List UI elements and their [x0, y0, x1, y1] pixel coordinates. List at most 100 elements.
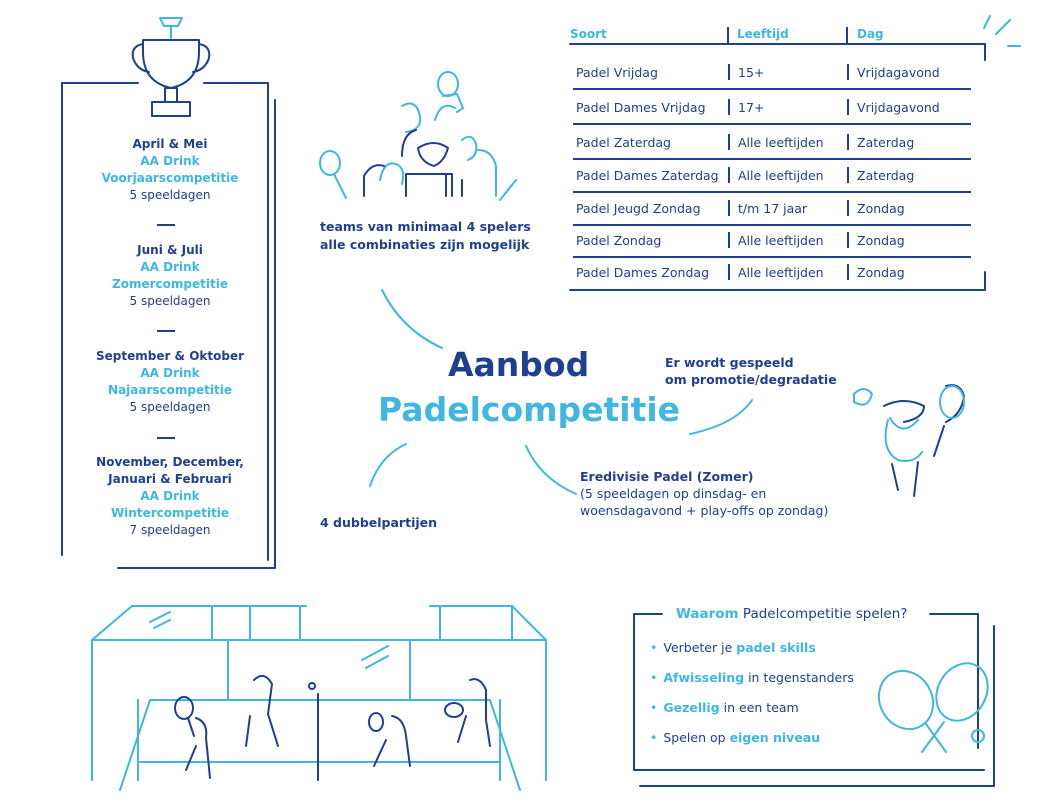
table-cell: Padel Zondag — [576, 233, 662, 248]
season-name: Najaarscompetitie — [108, 383, 232, 397]
table-cell: Zondag — [857, 265, 905, 280]
bullet-highlight: Gezellig — [663, 700, 720, 715]
column-separator — [728, 167, 730, 183]
table-cell: Padel Jeugd Zondag — [576, 201, 701, 216]
table-row: Padel Dames Zondag Alle leeftijden Zondag — [573, 258, 971, 286]
promotie-text-2: om promotie/degradatie — [665, 372, 837, 387]
table-cell: Zaterdag — [857, 135, 915, 150]
table-cell: 15+ — [738, 65, 765, 80]
bullet-text: in tegenstanders — [744, 670, 854, 685]
season-months: Januari & Februari — [108, 472, 232, 486]
table-header-dag: Dag — [857, 27, 884, 41]
season-name: Voorjaarscompetitie — [101, 171, 239, 185]
season-winter: November, December, Januari & Februari A… — [80, 454, 260, 539]
list-item: • Gezellig in een team — [650, 700, 799, 715]
bullet-text: Spelen op — [663, 730, 730, 745]
row-divider — [573, 191, 971, 193]
column-separator — [847, 264, 849, 280]
divider — [157, 330, 175, 332]
season-months: Juni & Juli — [137, 243, 203, 257]
bullet-highlight: Afwisseling — [663, 670, 745, 685]
bullet-icon: • — [650, 700, 658, 715]
table-row: Padel Zondag Alle leeftijden Zondag — [573, 226, 971, 254]
column-separator — [847, 232, 849, 248]
season-summer: Juni & Juli AA Drink Zomercompetitie 5 s… — [80, 242, 260, 310]
column-separator — [847, 64, 849, 80]
bullet-text: Verbeter je — [663, 640, 737, 655]
season-spring: April & Mei AA Drink Voorjaarscompetitie… — [80, 136, 260, 204]
column-separator — [728, 200, 730, 216]
row-divider — [573, 158, 971, 160]
table-cell: Alle leeftijden — [738, 233, 824, 248]
list-item: • Spelen op eigen niveau — [650, 730, 820, 745]
players-illustration — [319, 71, 517, 201]
column-separator — [847, 167, 849, 183]
eredivisie-detail-1: (5 speeldagen op dinsdag- en — [580, 486, 767, 501]
waarom-frame — [633, 613, 995, 787]
crossed-rackets-icon — [877, 662, 989, 753]
season-months: April & Mei — [132, 137, 208, 151]
padel-court-illustration — [91, 605, 547, 791]
eredivisie-title: Eredivisie Padel (Zomer) — [580, 469, 754, 484]
table-cell: Alle leeftijden — [738, 168, 824, 183]
table-row: Padel Zaterdag Alle leeftijden Zaterdag — [573, 128, 971, 156]
table-row: Padel Dames Zaterdag Alle leeftijden Zater… — [573, 161, 971, 189]
page-subtitle: Padelcompetitie — [378, 390, 681, 429]
tennis-player-illustration — [853, 384, 965, 497]
page-title: Aanbod — [448, 345, 590, 384]
list-item: • Afwisseling in tegenstanders — [650, 670, 854, 685]
table-header-soort: Soort — [570, 27, 607, 41]
season-brand: AA Drink — [140, 154, 200, 168]
divider — [157, 224, 175, 226]
season-name: Wintercompetitie — [110, 506, 230, 520]
bullet-icon: • — [650, 730, 658, 745]
table-cell: Zondag — [857, 233, 905, 248]
column-separator — [728, 264, 730, 280]
table-cell: Zaterdag — [857, 168, 915, 183]
bullet-icon: • — [650, 670, 658, 685]
bullet-highlight: padel skills — [736, 640, 816, 655]
trophy-icon — [131, 17, 211, 117]
season-autumn: September & Oktober AA Drink Najaarscomp… — [80, 348, 260, 416]
season-brand: AA Drink — [140, 489, 200, 503]
table-cell: t/m 17 jaar — [738, 201, 808, 216]
season-days: 5 speeldagen — [129, 188, 211, 202]
season-days: 5 speeldagen — [129, 294, 211, 308]
bullet-highlight: eigen niveau — [729, 730, 821, 745]
table-cell: 17+ — [738, 100, 765, 115]
season-days: 7 speeldagen — [129, 523, 211, 537]
divider — [157, 437, 175, 439]
promotie-text-1: Er wordt gespeeld — [665, 355, 794, 370]
table-cell: Padel Vrijdag — [576, 65, 658, 80]
table-cell: Padel Zaterdag — [576, 135, 671, 150]
bullet-text: in een team — [719, 700, 799, 715]
table-cell: Alle leeftijden — [738, 135, 824, 150]
eredivisie-detail-2: woensdagavond + play-offs op zondag) — [580, 503, 829, 518]
column-separator — [847, 200, 849, 216]
column-separator — [847, 99, 849, 115]
column-separator — [728, 232, 730, 248]
table-cell: Zondag — [857, 201, 905, 216]
list-item: • Verbeter je padel skills — [650, 640, 816, 655]
column-separator — [728, 99, 730, 115]
column-separator — [727, 27, 729, 43]
season-brand: AA Drink — [140, 366, 200, 380]
row-divider — [573, 256, 971, 258]
waarom-highlight: Waarom — [676, 606, 739, 622]
teams-text-1: teams van minimaal 4 spelers — [320, 219, 531, 234]
season-months: November, December, — [96, 455, 244, 469]
table-cell: Padel Dames Zondag — [576, 265, 710, 280]
column-separator — [847, 134, 849, 150]
column-separator — [728, 134, 730, 150]
row-divider — [573, 224, 971, 226]
column-separator — [728, 64, 730, 80]
bullet-icon: • — [650, 640, 658, 655]
table-cell: Alle leeftijden — [738, 265, 824, 280]
dubbelpartijen-text: 4 dubbelpartijen — [320, 515, 438, 530]
column-separator — [846, 27, 848, 43]
table-cell: Padel Dames Zaterdag — [576, 168, 719, 183]
waarom-title-rest: Padelcompetitie spelen? — [738, 606, 908, 622]
